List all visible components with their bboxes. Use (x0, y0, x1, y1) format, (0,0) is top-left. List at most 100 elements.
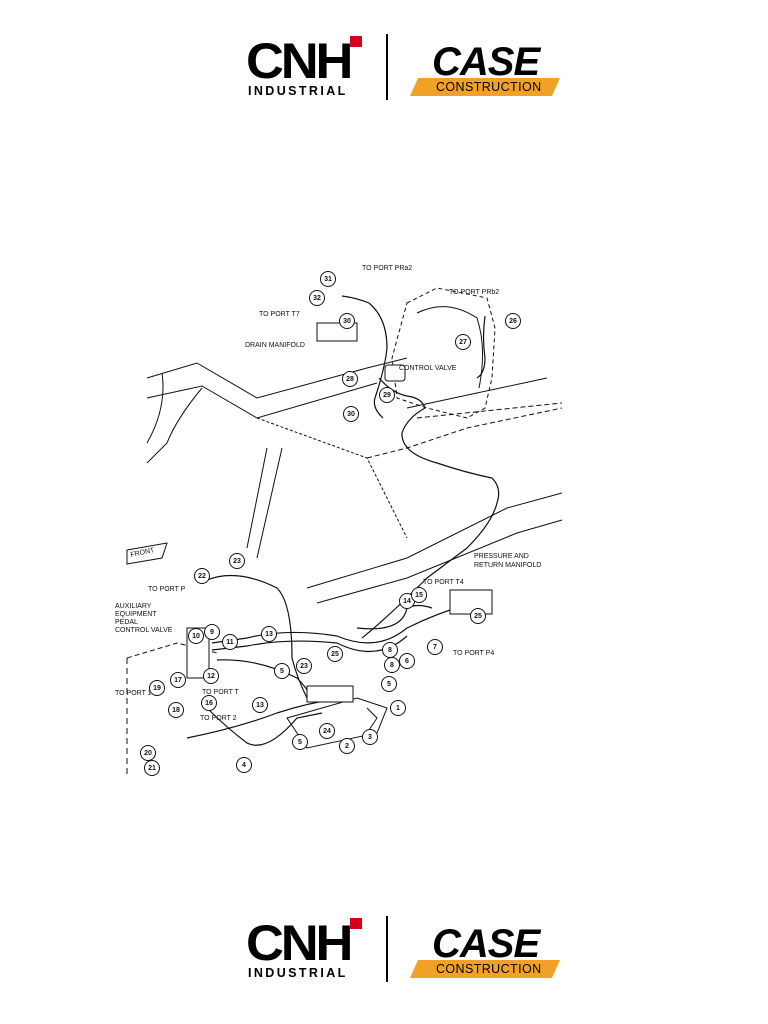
callout-17: 17 (170, 672, 186, 688)
label-to-port-t4: TO PORT T4 (423, 579, 464, 586)
callout-number: 26 (509, 318, 517, 325)
callout-circle (339, 738, 355, 754)
case-construction-logo: CASE CONSTRUCTION (410, 40, 575, 100)
cnh-logo-subtitle: INDUSTRIAL (248, 84, 348, 98)
label-pedal: PEDAL (115, 619, 138, 626)
callout-15: 15 (411, 587, 427, 603)
callout-number: 8 (388, 647, 392, 654)
callout-number: 17 (174, 677, 182, 684)
callout-number: 5 (387, 681, 391, 688)
label-control-valve-aux: CONTROL VALVE (115, 627, 173, 634)
cnh-logo-subtitle-footer: INDUSTRIAL (248, 966, 348, 980)
callout-7: 7 (427, 639, 443, 655)
label-control-valve: CONTROL VALVE (399, 365, 457, 372)
label-auxiliary: AUXILIARY (115, 603, 152, 610)
label-to-port-1: TO PORT 1 (115, 690, 152, 697)
callout-circle (327, 646, 343, 662)
callout-11: 11 (222, 634, 238, 650)
control-valve-body (384, 364, 406, 382)
callout-10: 10 (188, 628, 204, 644)
callout-circle (204, 624, 220, 640)
label-to-port-p: TO PORT P (148, 586, 186, 593)
case-logo-band-footer (410, 960, 560, 978)
callout-group: 1234555678891011121313141516171819202122… (140, 271, 521, 776)
callout-19: 19 (149, 680, 165, 696)
callout-circle (339, 313, 355, 329)
label-to-port-pra2: TO PORT PRa2 (362, 265, 412, 272)
callout-number: 25 (331, 651, 339, 658)
label-pressure-manifold-2: RETURN MANIFOLD (474, 562, 541, 569)
callout-number: 11 (226, 639, 234, 646)
callout-number: 10 (192, 633, 200, 640)
case-construction-logo-footer: CASE CONSTRUCTION (410, 922, 575, 982)
callout-31: 31 (320, 271, 336, 287)
case-logo-word: CASE (432, 40, 540, 84)
callout-circle (455, 334, 471, 350)
logo-divider (386, 34, 388, 100)
callout-8: 8 (384, 657, 400, 673)
callout-circle (470, 608, 486, 624)
callout-number: 16 (205, 700, 213, 707)
callout-18: 18 (168, 702, 184, 718)
callout-number: 25 (474, 613, 482, 620)
callout-number: 7 (433, 644, 437, 651)
callout-number: 22 (198, 573, 206, 580)
callout-number: 18 (172, 707, 180, 714)
callout-25: 25 (470, 608, 486, 624)
callout-number: 32 (313, 295, 321, 302)
label-to-port-prb2: TO PORT PRb2 (449, 289, 499, 296)
callout-circle (390, 700, 406, 716)
callout-circle (140, 745, 156, 761)
cnh-logo-word-footer: CNH (246, 915, 353, 971)
callout-number: 20 (144, 750, 152, 757)
callout-number: 1 (396, 705, 400, 712)
footer-logo-bar: CNH INDUSTRIAL CASE CONSTRUCTION (0, 912, 768, 992)
callout-number: 21 (148, 765, 156, 772)
label-drain-manifold: DRAIN MANIFOLD (245, 342, 305, 349)
callout-1: 1 (390, 700, 406, 716)
callout-circle (229, 553, 245, 569)
callout-number: 27 (459, 339, 467, 346)
callout-22: 22 (194, 568, 210, 584)
callout-circle (201, 695, 217, 711)
callout-circle (252, 697, 268, 713)
case-logo-band (410, 78, 560, 96)
callout-number: 5 (280, 668, 284, 675)
callout-21: 21 (144, 760, 160, 776)
callout-6: 6 (399, 653, 415, 669)
hydraulic-diagram: TO PORT PRa2 TO PORT PRb2 TO PORT T7 DRA… (107, 258, 569, 782)
callout-circle (381, 676, 397, 692)
callout-circle (149, 680, 165, 696)
hydraulic-diagram-svg: TO PORT PRa2 TO PORT PRb2 TO PORT T7 DRA… (115, 265, 563, 778)
callout-27: 27 (455, 334, 471, 350)
cnh-logo-word: CNH (246, 33, 353, 89)
callout-20: 20 (140, 745, 156, 761)
callout-8: 8 (382, 642, 398, 658)
callout-circle (168, 702, 184, 718)
hose-lines (186, 295, 500, 746)
callout-number: 13 (265, 631, 273, 638)
callout-number: 13 (256, 702, 264, 709)
callout-circle (296, 658, 312, 674)
callout-5: 5 (292, 734, 308, 750)
callout-16: 16 (201, 695, 217, 711)
callout-32: 32 (309, 290, 325, 306)
callout-number: 31 (324, 276, 332, 283)
callout-number: 30 (347, 411, 355, 418)
front-arrow-shape (126, 542, 168, 565)
callout-12: 12 (203, 668, 219, 684)
valve-bracket (306, 685, 354, 703)
machine-outline (126, 287, 563, 778)
callout-5: 5 (381, 676, 397, 692)
cnh-industrial-logo: CNH INDUSTRIAL (246, 30, 364, 102)
callout-circle (203, 668, 219, 684)
callout-circle (342, 371, 358, 387)
callout-circle (274, 663, 290, 679)
callout-number: 9 (210, 629, 214, 636)
case-logo-word-footer: CASE (432, 922, 540, 966)
callout-number: 3 (368, 734, 372, 741)
callout-circle (382, 642, 398, 658)
callout-13: 13 (252, 697, 268, 713)
callout-30: 30 (339, 313, 355, 329)
callout-circle (188, 628, 204, 644)
